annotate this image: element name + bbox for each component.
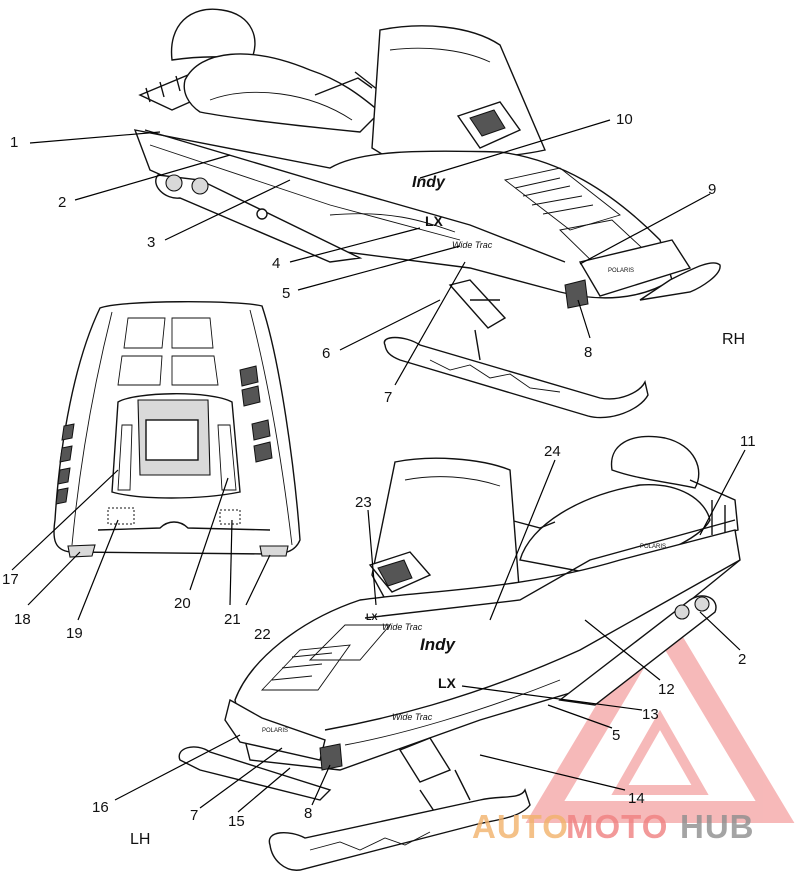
watermark-text-moto: MOTO [566,808,668,845]
rh-snowmobile: Indy LX Wide Trac POLARIS [133,8,721,419]
rh-view-label: RH [722,331,745,348]
watermark-triangle [525,598,795,823]
lx-decal-rh: LX [425,213,444,229]
callout-label: 22 [254,626,271,643]
callout-label: 6 [322,345,330,362]
callout-label: 20 [174,595,191,612]
watermark-text-auto: AUTO [472,808,569,845]
callout-label: 5 [612,727,620,744]
watermark-text-hub: HUB [680,808,755,845]
callout-label: 12 [658,681,675,698]
callout-label: 7 [190,807,198,824]
callout-label: 10 [616,111,633,128]
script-decal-rh: Wide Trac [452,240,493,250]
hood-top-view [53,301,301,558]
callout-label: 4 [272,255,280,272]
callout-label: 8 [584,344,592,361]
callout-label: 2 [58,194,66,211]
lh-snowmobile: Indy LX LX Wide Trac Wide Trac POLARIS P… [178,435,741,871]
callout-label: 15 [228,813,245,830]
callout-label: 17 [2,571,19,588]
callout-label: 16 [92,799,109,816]
callout-label: 1 [10,134,18,151]
callout-label: 2 [738,651,746,668]
callout-label: 3 [147,234,155,251]
callout-label: 24 [544,443,561,460]
lx-decal-small-lh: LX [366,612,378,622]
lx-decal-lh: LX [438,675,457,691]
callout-label: 14 [628,790,645,807]
script-decal-lh-small: Wide Trac [382,622,423,632]
leader-lines [11,119,746,813]
callout-label: 9 [708,181,716,198]
callout-label: 19 [66,625,83,642]
callout-label: 21 [224,611,241,628]
callout-label: 5 [282,285,290,302]
callout-label: 23 [355,494,372,511]
brand-decal-lh-side: POLARIS [640,544,666,550]
brand-decal-lh-nose: POLARIS [262,728,288,734]
callout-label: 13 [642,706,659,723]
hood-script-decal-lh: Indy [420,635,456,654]
hood-script-decal-rh: Indy [412,174,446,191]
callout-label: 18 [14,611,31,628]
brand-decal-rh: POLARIS [608,268,634,274]
watermark-logo: AUTO MOTO HUB [472,808,755,845]
callout-label: 7 [384,389,392,406]
script-decal-lh: Wide Trac [392,712,433,722]
callouts: 1 2 3 4 5 6 7 8 9 10 RH 17 18 19 20 21 2… [2,111,756,848]
callout-label: 11 [740,433,756,450]
callout-label: 8 [304,805,312,822]
lh-view-label: LH [130,831,150,848]
